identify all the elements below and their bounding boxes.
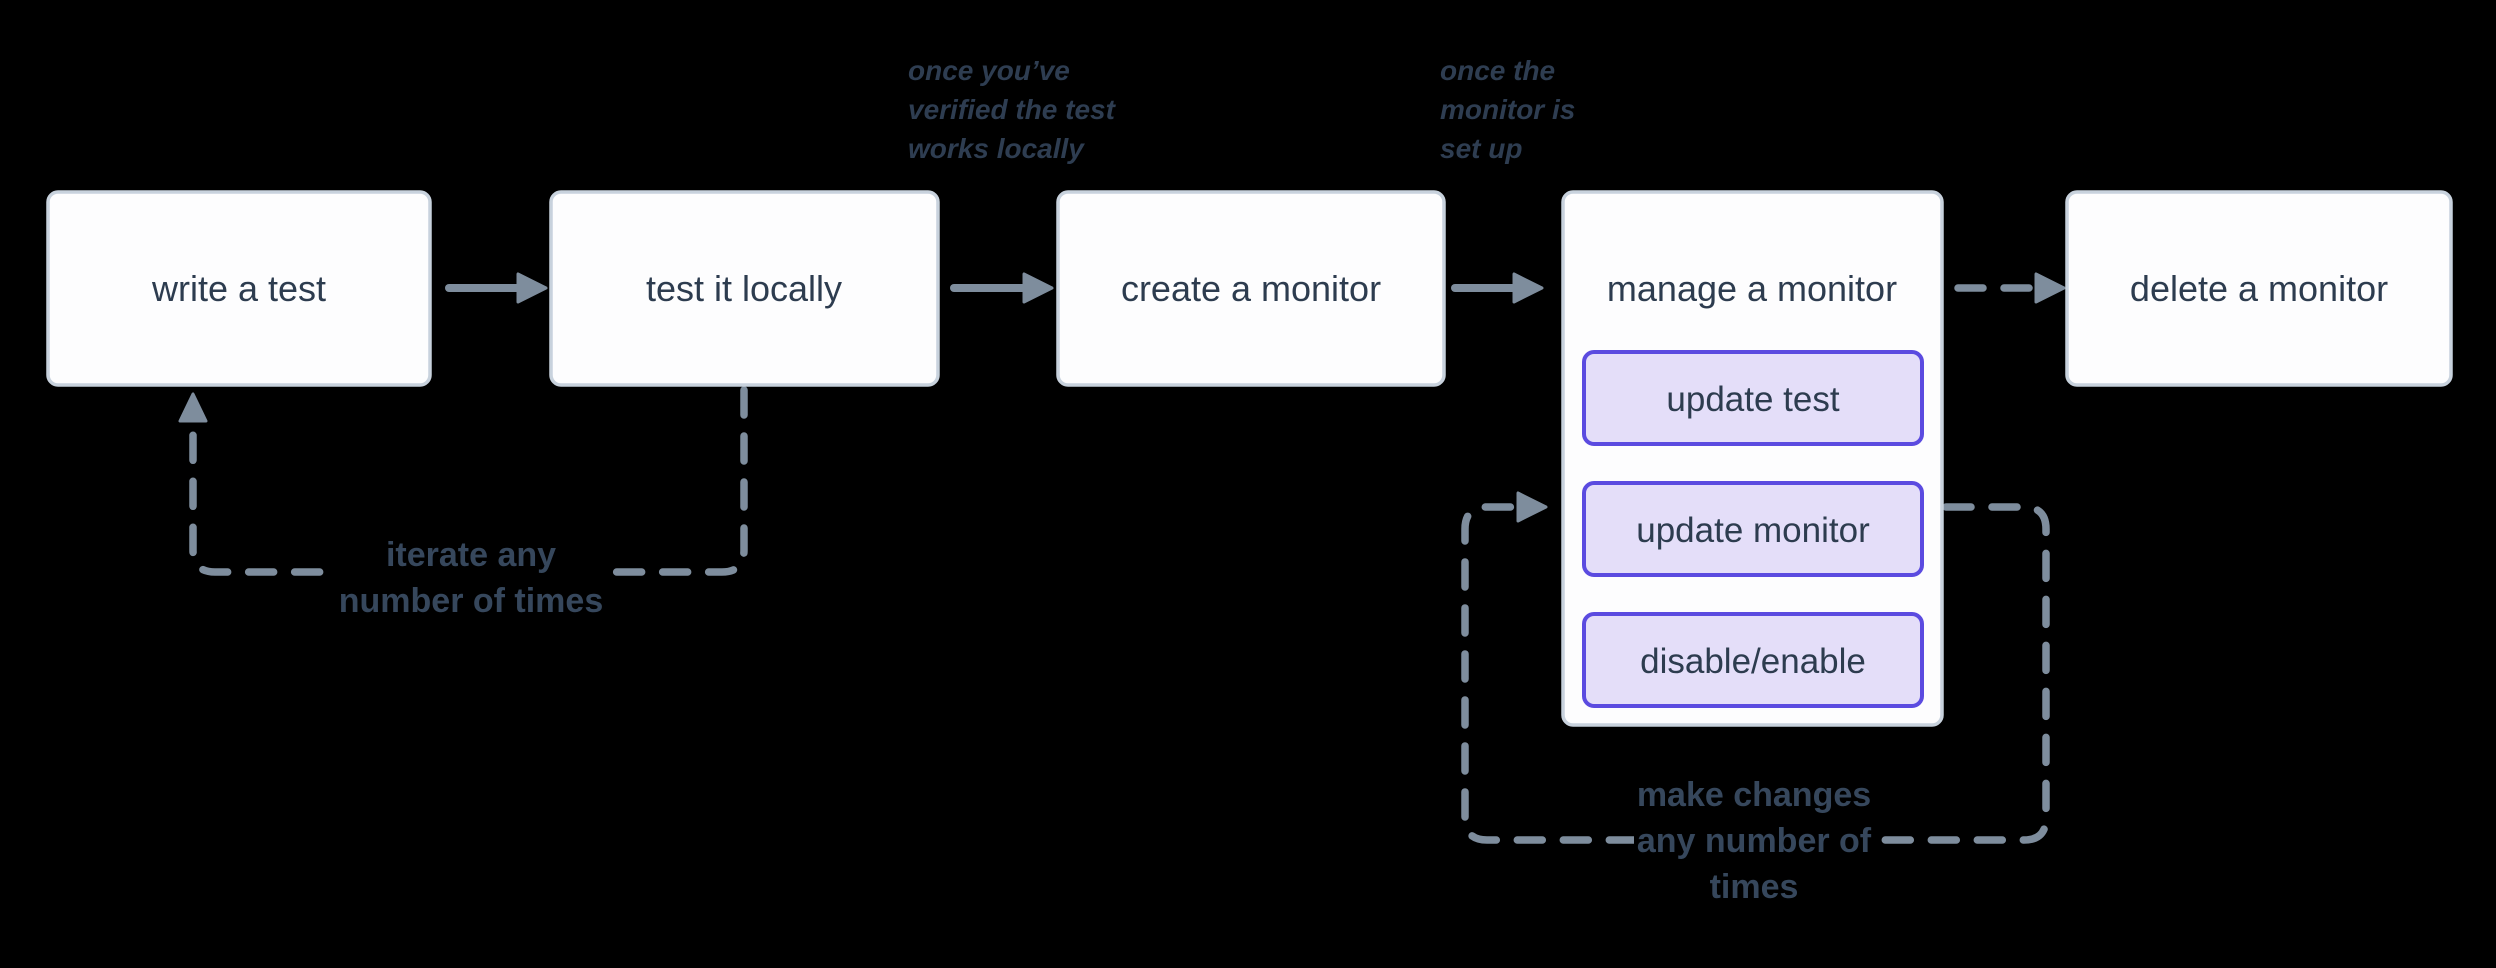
label-changes-loop: make changes any number of times [1637, 776, 1872, 906]
annotation-line: once the [1440, 55, 1555, 86]
loop-label-line: any number of [1637, 822, 1872, 860]
arrow-write-to-test [445, 272, 548, 304]
annotation-verified-locally: once you’ve verified the test works loca… [908, 55, 1117, 164]
node-test-it-locally: test it locally [549, 190, 940, 387]
arrow-create-to-manage [1451, 272, 1544, 304]
loop-label-line: times [1710, 868, 1799, 906]
label-iterate-loop: iterate any number of times [339, 536, 603, 620]
annotation-line: works locally [908, 133, 1085, 164]
node-label: write a test [151, 268, 326, 309]
loop-label-line: iterate any [386, 536, 556, 574]
arrowhead-icon [1512, 272, 1544, 304]
arrowhead-icon [2034, 272, 2066, 304]
annotation-line: set up [1440, 133, 1522, 164]
action-label: disable/enable [1640, 642, 1866, 681]
node-label: manage a monitor [1607, 268, 1897, 309]
changes-label-mask [1634, 814, 1874, 866]
loop-label-line: make changes [1637, 776, 1871, 814]
arrowhead-icon [516, 272, 548, 304]
arrowhead-icon [1022, 272, 1054, 304]
node-create-a-monitor: create a monitor [1056, 190, 1446, 387]
iterate-loop-arrowhead-icon [178, 392, 208, 423]
annotation-monitor-setup: once the monitor is set up [1440, 55, 1575, 164]
node-manage-a-monitor: manage a monitor update test update moni… [1561, 190, 1944, 727]
node-label: delete a monitor [2130, 268, 2388, 309]
action-label: update test [1666, 380, 1839, 419]
annotation-line: verified the test [908, 94, 1117, 125]
action-disable-enable: disable/enable [1582, 612, 1924, 708]
action-label: update monitor [1636, 511, 1870, 550]
arrow-manage-to-delete [1954, 272, 2066, 304]
node-delete-a-monitor: delete a monitor [2065, 190, 2453, 387]
arrow-test-to-create [950, 272, 1054, 304]
changes-loop-arrowhead-icon [1516, 491, 1548, 523]
node-label: test it locally [646, 268, 842, 309]
node-write-a-test: write a test [46, 190, 432, 387]
loop-label-line: number of times [339, 582, 603, 620]
iterate-label-mask [332, 508, 612, 622]
node-label: create a monitor [1121, 268, 1381, 309]
annotation-line: monitor is [1440, 94, 1575, 125]
annotation-line: once you’ve [908, 55, 1070, 86]
action-update-monitor: update monitor [1582, 481, 1924, 577]
action-update-test: update test [1582, 350, 1924, 446]
